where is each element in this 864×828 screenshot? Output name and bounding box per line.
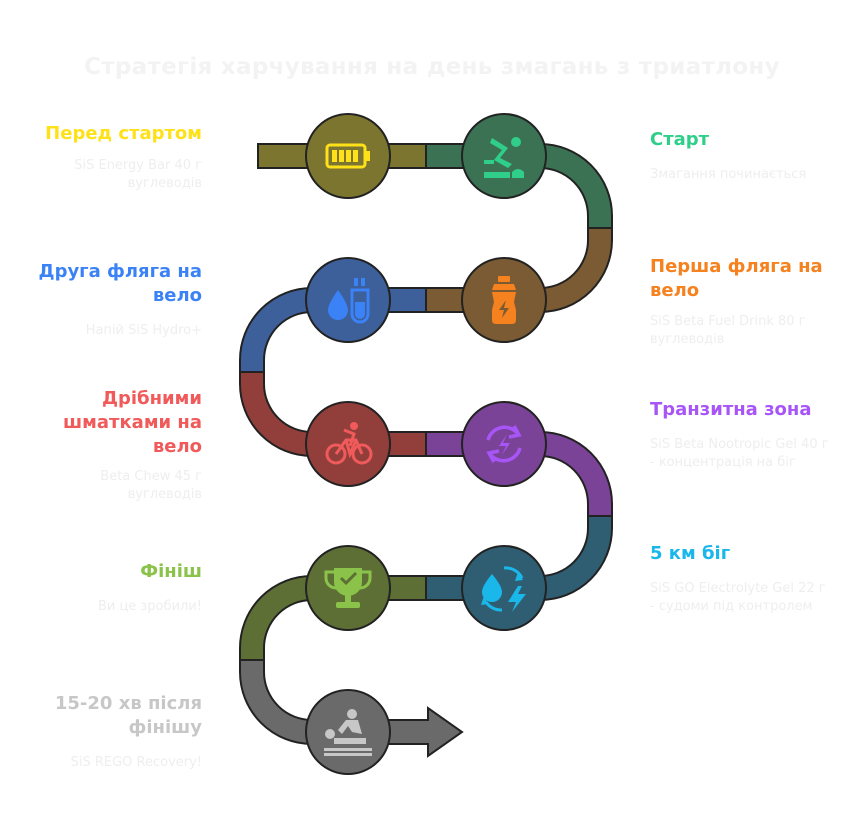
bottle-icon (492, 276, 516, 324)
drop-tube-icon (328, 278, 370, 324)
node-circle-4 (305, 257, 391, 343)
step-9-desc: SiS REGO Recovery! (70, 755, 202, 770)
step-7-label: 5 км біг (650, 543, 731, 564)
step-4-desc: Напій SiS Hydro+ (85, 323, 202, 338)
step-7-desc: SiS GO Electrolyte Gel 22 г - судоми під… (650, 581, 826, 614)
step-2-desc: Змагання починається (650, 167, 807, 182)
step-1-label: Перед стартом (45, 123, 202, 144)
node-circle-2 (461, 113, 547, 199)
step-1-desc: SiS Energy Bar 40 г вуглеводів (74, 158, 202, 191)
node-circle-7 (461, 545, 547, 631)
step-3-desc: SiS Beta Fuel Drink 80 г вуглеводів (650, 314, 806, 347)
electrolyte-icon (481, 566, 526, 612)
trophy-icon (324, 568, 372, 608)
node-circle-9 (305, 689, 391, 775)
swimmer-icon (484, 137, 524, 178)
step-8-label: Фініш (140, 561, 202, 582)
step-5-desc: Beta Chew 45 г вуглеводів (100, 469, 202, 502)
step-5-label: Дрібними шматками на вело (63, 388, 202, 457)
step-6-desc: SiS Beta Nootropic Gel 40 г - концентрац… (650, 437, 829, 470)
step-3-label: Перша фляга на вело (650, 256, 823, 301)
massage-icon (324, 709, 372, 756)
refresh-bolt-icon (486, 425, 522, 463)
page-title: Стратегія харчування на день змагань з т… (84, 54, 780, 80)
step-6-label: Транзитна зона (650, 399, 812, 420)
cyclist-icon (325, 422, 373, 465)
step-4-label: Друга фляга на вело (38, 261, 202, 306)
step-8-desc: Ви це зробили! (97, 599, 202, 614)
step-9-label: 15-20 хв після фінішу (54, 693, 202, 738)
track-segment-9 (239, 659, 464, 758)
step-2-label: Старт (650, 129, 710, 150)
battery-icon (325, 143, 370, 169)
